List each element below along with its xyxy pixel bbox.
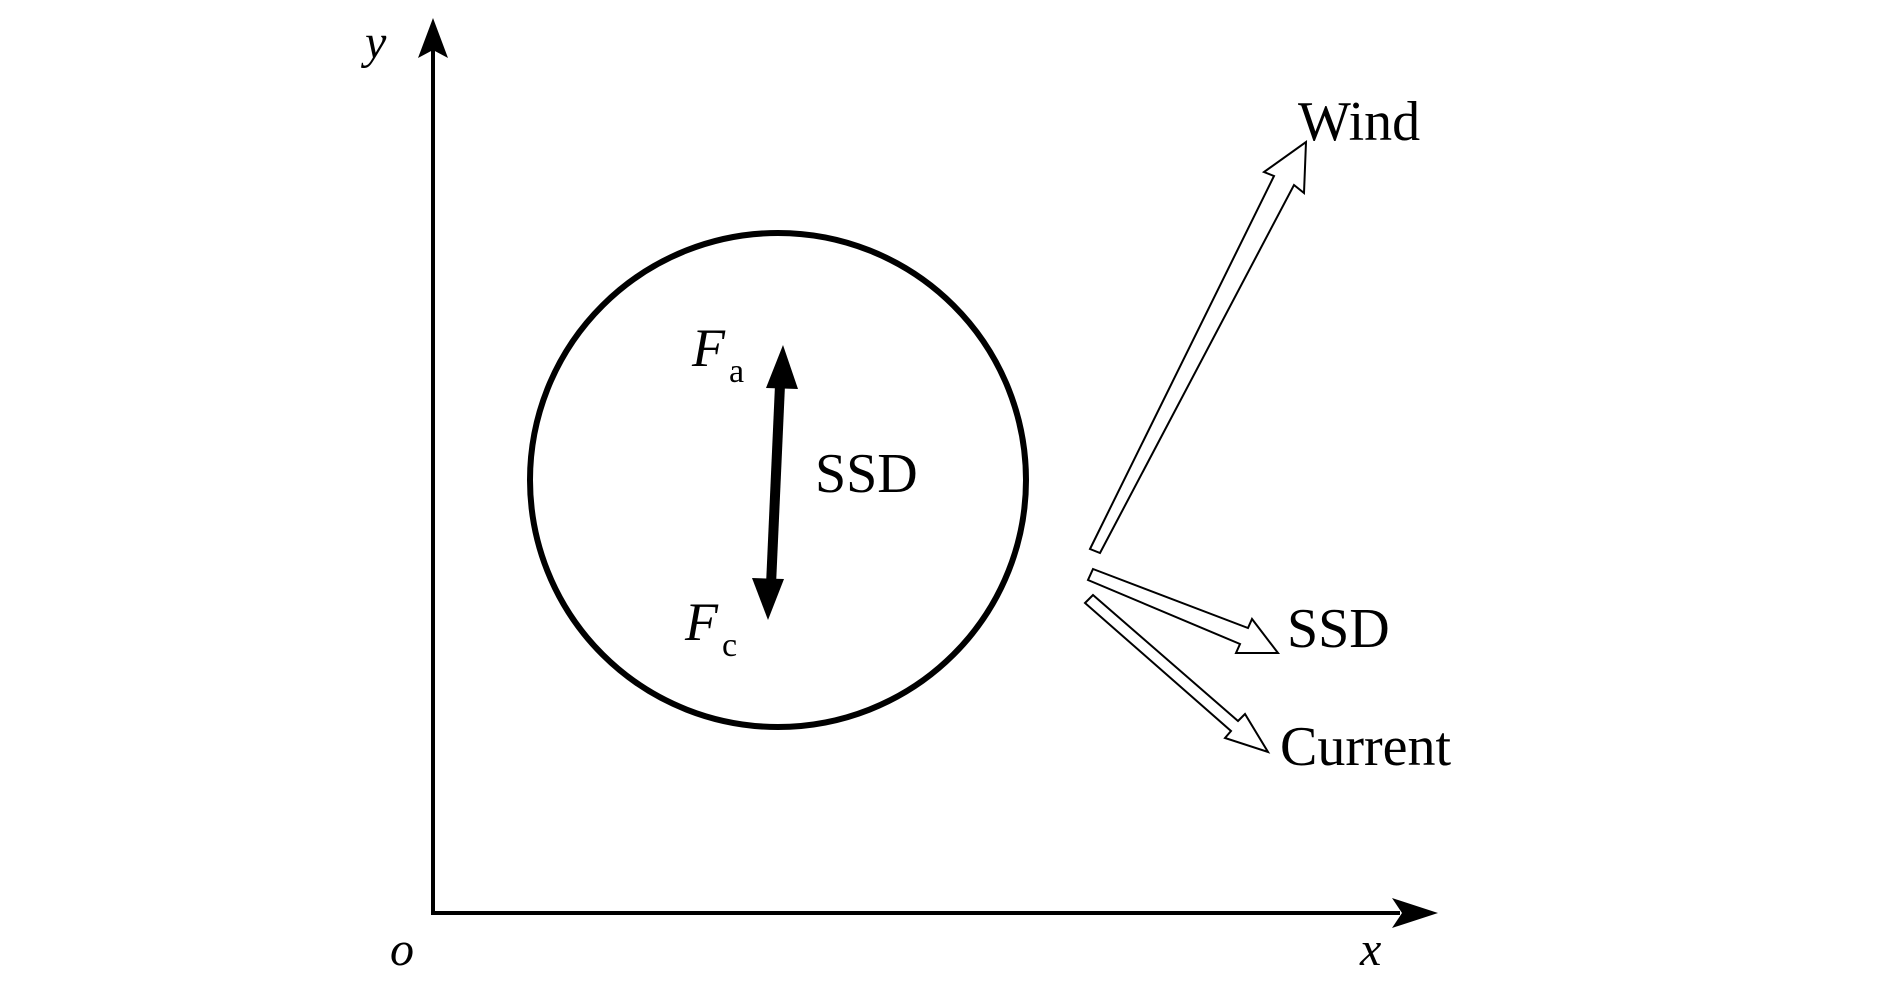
body-circle <box>527 230 1029 730</box>
environment-vectors: Wind SSD Current <box>1083 91 1452 778</box>
x-axis-label: x <box>1359 923 1381 976</box>
body-label: SSD <box>815 443 918 505</box>
y-axis-label: y <box>360 16 387 69</box>
wind-label: Wind <box>1298 91 1420 153</box>
wind-arrow <box>1088 140 1308 555</box>
ssd-arrow <box>1086 567 1281 654</box>
ssd-direction-label: SSD <box>1287 598 1390 660</box>
force-shaft <box>766 384 785 586</box>
current-label: Current <box>1280 716 1452 778</box>
x-axis-arrowhead <box>1392 898 1438 928</box>
axes: y x o <box>360 16 1438 976</box>
force-bottom-arrowhead <box>752 578 784 620</box>
force-top-arrowhead <box>766 345 798 389</box>
y-axis-arrowhead <box>418 18 448 58</box>
current-arrow <box>1083 593 1271 754</box>
origin-label: o <box>390 923 414 976</box>
